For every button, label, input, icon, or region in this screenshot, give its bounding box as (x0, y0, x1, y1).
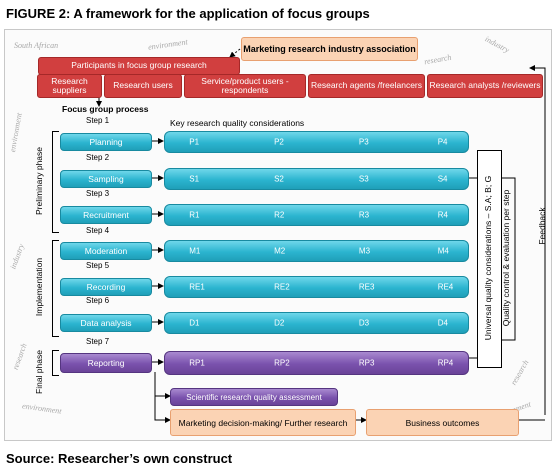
participant-type: Research suppliers (37, 74, 102, 98)
step-label: Step 4 (86, 226, 110, 235)
consideration-code: D2 (274, 318, 285, 328)
participant-type: Service/product users - respondents (184, 74, 306, 98)
step-box: Data analysis (60, 314, 152, 332)
consideration-code: RE3 (358, 282, 375, 292)
step-label: Step 1 (86, 116, 110, 125)
participant-type: Research analysts /reviewers (427, 74, 543, 98)
consideration-code: RP2 (274, 358, 290, 368)
phase-bracket-preliminary (52, 131, 59, 233)
consideration-code: S4 (437, 174, 448, 184)
step-box: Recruitment (60, 206, 152, 224)
consideration-code: P4 (437, 137, 448, 147)
figure-title: FIGURE 2: A framework for the applicatio… (6, 6, 370, 21)
consideration-code: RE4 (437, 282, 454, 292)
source-note: Source: Researcher’s own construct (6, 451, 233, 466)
considerations-heading: Key research quality considerations (170, 118, 305, 128)
association-box: Marketing research industry association (241, 37, 418, 61)
consideration-bar: M1 M2 M3 M4 (164, 240, 469, 262)
phase-bracket-implementation (52, 240, 59, 337)
consideration-code: R1 (189, 210, 200, 220)
phase-label-preliminary: Preliminary phase (34, 146, 44, 216)
consideration-code: RE1 (189, 282, 205, 292)
consideration-code: S2 (274, 174, 284, 184)
consideration-bar: S1 S2 S3 S4 (164, 168, 469, 190)
consideration-code: R2 (274, 210, 285, 220)
feedback-label: Feedback (537, 207, 547, 245)
consideration-code: P3 (358, 137, 369, 147)
step-label: Step 5 (86, 261, 110, 270)
quality-control-label: Quality control & evaluation per step (501, 189, 511, 327)
consideration-code: RE2 (274, 282, 290, 292)
consideration-bar: P1 P2 P3 P4 (164, 131, 469, 153)
consideration-bar: D1 D2 D3 D4 (164, 312, 469, 334)
step-label: Step 7 (86, 337, 110, 346)
decision-making-box: Marketing decision-making/ Further resea… (170, 409, 356, 436)
consideration-code: D1 (189, 318, 200, 328)
step-box: Sampling (60, 170, 152, 188)
consideration-code: D3 (358, 318, 370, 328)
scientific-assessment-box: Scientific research quality assessment (170, 388, 338, 406)
participants-box: Participants in focus group research (38, 57, 240, 75)
process-heading: Focus group process (62, 104, 149, 114)
consideration-code: RP1 (189, 358, 205, 368)
universal-considerations-label: Universal quality considerations – S.A; … (483, 175, 493, 341)
consideration-code: R4 (437, 210, 448, 220)
participant-type: Research users (104, 74, 182, 98)
step-box: Reporting (60, 353, 152, 373)
step-box: Moderation (60, 242, 152, 260)
consideration-bar: R1 R2 R3 R4 (164, 204, 469, 226)
business-outcomes-box: Business outcomes (366, 409, 519, 436)
consideration-bar: RE1 RE2 RE3 RE4 (164, 276, 469, 298)
consideration-code: S3 (358, 174, 369, 184)
consideration-code: P1 (189, 137, 200, 147)
consideration-code: P2 (274, 137, 284, 147)
participant-type: Research agents /freelancers (308, 74, 425, 98)
consideration-code: M4 (437, 246, 449, 256)
consideration-code: S1 (189, 174, 200, 184)
consideration-code: M2 (274, 246, 286, 256)
consideration-code: M3 (358, 246, 371, 256)
phase-label-final: Final phase (34, 350, 44, 394)
step-label: Step 2 (86, 153, 110, 162)
consideration-bar: RP1 RP2 RP3 RP4 (164, 351, 469, 375)
consideration-code: D4 (437, 318, 448, 328)
step-label: Step 3 (86, 189, 110, 198)
consideration-code: RP3 (358, 358, 375, 368)
phase-bracket-final (52, 350, 59, 376)
universal-considerations-box (477, 150, 502, 368)
consideration-code: R3 (358, 210, 370, 220)
consideration-code: M1 (189, 246, 201, 256)
consideration-code: RP4 (437, 358, 454, 368)
bg-word: South African (14, 41, 59, 50)
step-label: Step 6 (86, 296, 110, 305)
step-box: Recording (60, 278, 152, 296)
step-box: Planning (60, 133, 152, 151)
